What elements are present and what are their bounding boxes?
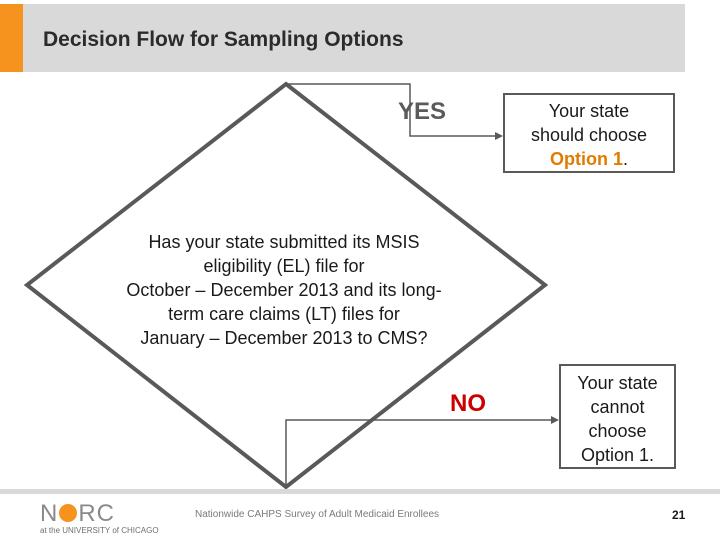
logo-n: N — [40, 500, 59, 527]
norc-logo: N RC — [40, 500, 115, 528]
no-outcome-box: Your state cannot choose Option 1. — [559, 364, 676, 469]
decision-question: Has your state submitted its MSIS eligib… — [100, 230, 468, 350]
question-line1: Has your state submitted its MSIS — [148, 232, 420, 252]
title-accent-stripe — [0, 4, 23, 72]
no-arrowhead — [551, 416, 559, 424]
footer-divider — [0, 489, 720, 494]
yes-arrowhead — [495, 132, 503, 140]
yes-box-line3: Option 1. — [505, 147, 673, 171]
option-1-highlight: Option 1 — [549, 149, 623, 169]
page-number: 21 — [672, 508, 686, 522]
no-box-line1: Your state — [577, 373, 658, 393]
no-label: NO — [450, 390, 486, 417]
yes-connector — [286, 83, 500, 137]
yes-box-period: . — [622, 149, 628, 169]
yes-label: YES — [398, 98, 447, 125]
logo-subtitle: at the UNIVERSITY of CHICAGO — [40, 526, 159, 535]
no-connector — [285, 419, 556, 487]
logo-orange-dot — [59, 504, 78, 522]
no-box-line4: Option 1. — [580, 445, 655, 465]
question-line3: October – December 2013 and its long- — [126, 280, 442, 300]
question-line2: eligibility (EL) file for — [203, 256, 365, 276]
question-line4: term care claims (LT) files for — [168, 304, 400, 324]
title-bar: Decision Flow for Sampling Options — [0, 4, 685, 72]
yes-outcome-box: Your state should choose Option 1. — [503, 93, 675, 173]
footer-survey-name: Nationwide CAHPS Survey of Adult Medicai… — [195, 509, 440, 520]
no-box-line2: cannot — [590, 397, 645, 417]
yes-box-line1: Your state — [548, 101, 630, 121]
question-line5: January – December 2013 to CMS? — [140, 328, 428, 348]
page-title: Decision Flow for Sampling Options — [43, 28, 404, 51]
no-box-line3: choose — [588, 421, 647, 441]
yes-box-line2: should choose — [530, 125, 648, 145]
logo-rc: RC — [78, 500, 116, 527]
